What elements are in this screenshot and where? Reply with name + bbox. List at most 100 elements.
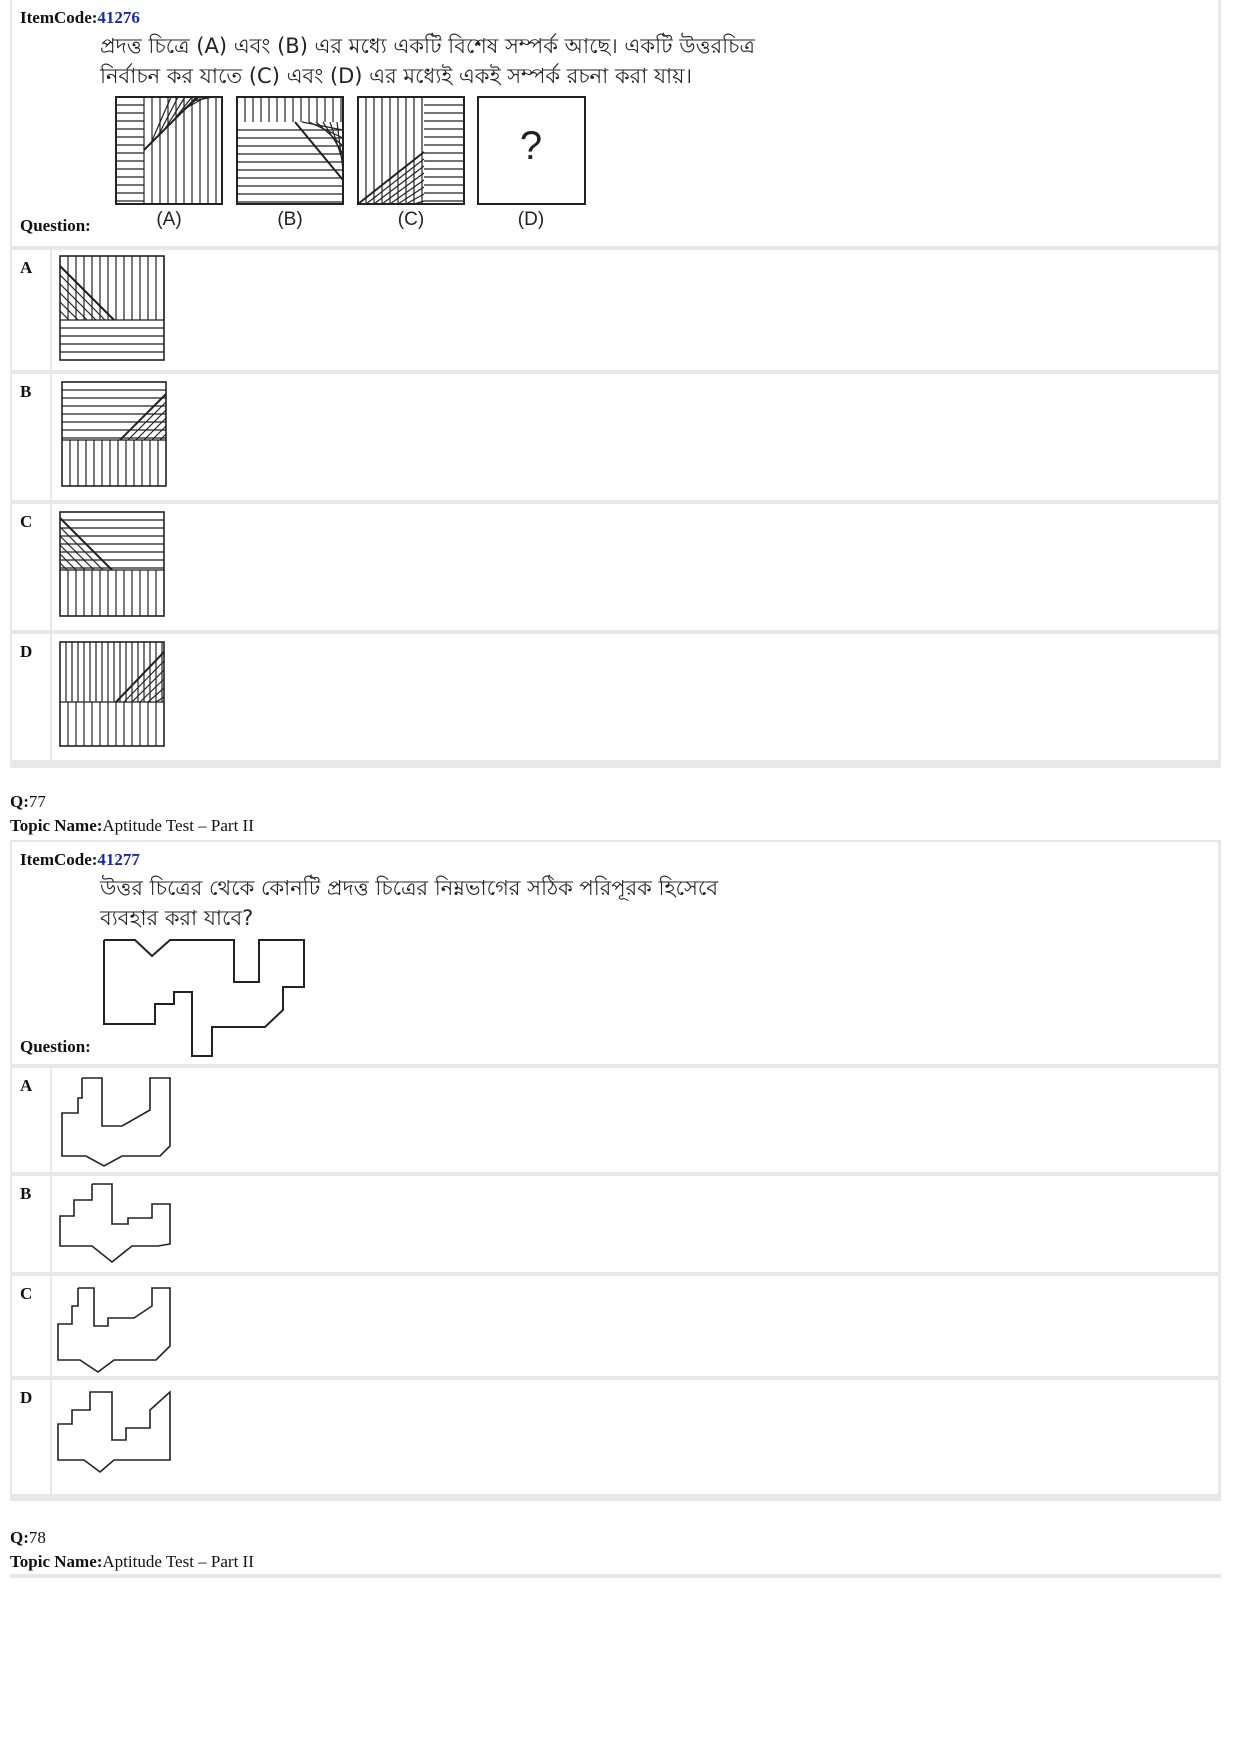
hatch-line <box>123 660 165 703</box>
question-77-topic: Topic Name:Aptitude Test – Part II <box>10 816 254 836</box>
hatch-line <box>315 121 344 147</box>
hatch-line <box>139 678 165 703</box>
option-a-label-cell: A <box>12 250 50 370</box>
hatch-line <box>357 151 425 205</box>
hatch-line <box>59 526 104 571</box>
hatch-line <box>59 265 115 321</box>
option-c-label-cell: C <box>12 504 50 630</box>
figure-a <box>115 96 223 205</box>
option-c-label: C <box>20 512 33 531</box>
option-c[interactable] <box>52 504 1218 630</box>
option-b[interactable] <box>52 374 1218 500</box>
hatch-line <box>150 96 172 144</box>
question-figure <box>103 939 305 1057</box>
option-b[interactable] <box>52 1176 1218 1272</box>
item-code-value: 41276 <box>97 8 140 27</box>
hatch-line <box>171 96 193 123</box>
question-78-table-top <box>10 1574 1221 1578</box>
figure-label-d: (D) <box>518 209 544 230</box>
option-b-figure <box>59 1183 171 1264</box>
hatch-line <box>381 172 425 205</box>
question-text-line-1: প্রদত্ত চিত্রে (A) এবং (B) এর মধ্যে একটি… <box>100 34 755 58</box>
question-78-topic: Topic Name:Aptitude Test – Part II <box>10 1552 254 1572</box>
option-b-label-cell: B <box>12 374 50 500</box>
topic-label: Topic Name: <box>10 1552 103 1571</box>
hatch-line <box>143 417 167 441</box>
item-code: ItemCode:41277 <box>20 850 140 870</box>
hatch-line <box>59 553 77 571</box>
option-c-label-cell: C <box>12 1276 50 1376</box>
q-number: 78 <box>28 1528 46 1547</box>
hatch-line <box>59 535 95 571</box>
figure-b <box>236 96 344 205</box>
option-a-label: A <box>20 1076 33 1095</box>
figure-border <box>59 255 165 361</box>
option-a-label-cell: A <box>12 1068 50 1172</box>
figure-border <box>59 511 165 617</box>
option-c-label: C <box>20 1284 33 1303</box>
hatch-line <box>159 433 167 441</box>
unknown-mark: ? <box>520 124 542 168</box>
hatch-line <box>151 425 167 441</box>
option-d-label-cell: D <box>12 1380 50 1494</box>
option-a-figure <box>61 1077 171 1167</box>
hatch-line <box>322 121 344 155</box>
hatch-line <box>389 179 425 205</box>
option-c[interactable] <box>52 1276 1218 1376</box>
question-text-line-2: নির্বাচন কর যাতে (C) এবং (D) এর মধ্যেই এ… <box>100 64 693 88</box>
question-text-line-2: ব্যবহার করা যাবে? <box>100 906 254 930</box>
hatch-line <box>59 544 86 571</box>
option-a[interactable] <box>52 250 1218 370</box>
question-label: Question: <box>20 216 91 235</box>
option-b-label-cell: B <box>12 1176 50 1272</box>
item-code-label: ItemCode: <box>20 8 98 27</box>
option-c-figure <box>57 1287 171 1373</box>
question-77-number: Q:77 <box>10 792 46 812</box>
option-a[interactable] <box>52 1068 1218 1172</box>
hatch-line <box>59 283 97 321</box>
hatch-line <box>373 165 425 205</box>
hatch-line <box>147 687 165 703</box>
figure-label-a: (A) <box>156 209 181 230</box>
question-figure-series: ? (A) (B) (C) (D) <box>115 96 586 230</box>
option-a-label: A <box>20 258 33 277</box>
question-76-header-cell: ItemCode:41276 প্রদত্ত চিত্রে (A) এবং (B… <box>12 0 1218 246</box>
hatch-line <box>308 121 344 139</box>
option-d-label: D <box>20 1388 33 1407</box>
question-76-table: ItemCode:41276 প্রদত্ত চিত্রে (A) এবং (B… <box>10 0 1221 768</box>
figure-c <box>357 96 465 205</box>
hatch-line <box>59 274 106 321</box>
hatch-line <box>397 186 425 205</box>
q-number: 77 <box>28 792 46 811</box>
topic-name: Aptitude Test – Part II <box>102 1552 254 1571</box>
figure-border <box>59 641 165 747</box>
figure-label-c: (C) <box>398 209 424 230</box>
hatch-line <box>127 401 167 441</box>
question-77-table: ItemCode:41277 উত্তর চিত্রের থেকে কোনটি … <box>10 840 1221 1501</box>
option-d[interactable] <box>52 1380 1218 1494</box>
option-c-figure <box>59 511 165 617</box>
hatch-line <box>59 310 70 321</box>
option-d[interactable] <box>52 634 1218 760</box>
item-code-label: ItemCode: <box>20 850 98 869</box>
hatch-line <box>59 292 88 321</box>
hatch-line <box>294 121 344 181</box>
hatch-line <box>157 96 179 137</box>
figure-border <box>61 381 167 487</box>
hatch-line <box>59 301 79 321</box>
hatch-line <box>405 193 425 205</box>
hatch-line <box>115 651 165 703</box>
option-d-label: D <box>20 642 33 661</box>
topic-label: Topic Name: <box>10 816 103 835</box>
hatch-line <box>143 96 198 151</box>
option-a-figure <box>59 255 165 361</box>
hatch-line <box>131 669 165 703</box>
option-d-figure <box>59 641 165 747</box>
option-b-label: B <box>20 1184 32 1203</box>
hatch-line <box>365 158 425 205</box>
figure-d: ? <box>477 96 586 205</box>
option-b-figure <box>61 381 167 487</box>
hatch-line <box>59 562 68 571</box>
option-b-label: B <box>20 382 32 401</box>
question-78-number: Q:78 <box>10 1528 46 1548</box>
